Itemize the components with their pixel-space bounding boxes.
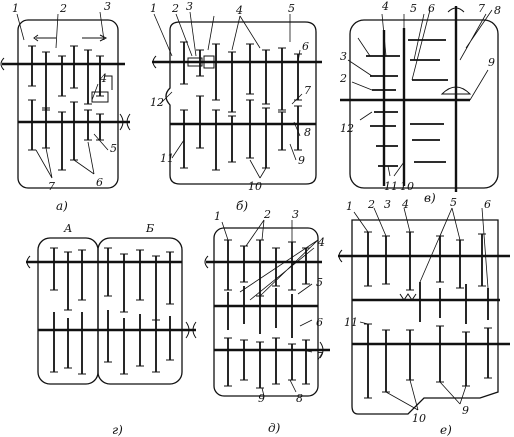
- panel-b: 1 2 3 4 5 6 7 8 9 10 11 12 б): [150, 0, 322, 213]
- label-e-4: 4: [401, 198, 409, 211]
- panel-e: 1 2 3 4 5 6 9 10 11 е): [338, 196, 510, 437]
- housing-g-B: [97, 237, 183, 385]
- label-v-8: 8: [494, 4, 501, 17]
- panel-d: 1 2 3 4 5 6 7 8 9 д): [204, 208, 330, 435]
- label-b-5: 5: [288, 2, 295, 15]
- label-b-12: 12: [150, 96, 164, 109]
- housing-v: [349, 19, 499, 189]
- label-e-2: 2: [367, 198, 375, 211]
- label-e-1: 1: [346, 200, 353, 213]
- label-v-12: 12: [340, 122, 354, 135]
- label-v-4: 4: [381, 0, 389, 13]
- label-a-2: 2: [59, 2, 67, 15]
- caption-d: д): [268, 421, 281, 435]
- label-e-6: 6: [484, 198, 491, 211]
- caption-a: а): [56, 199, 68, 213]
- label-v-9: 9: [488, 56, 495, 69]
- label-a-7: 7: [48, 180, 55, 193]
- label-v-6: 6: [428, 2, 435, 15]
- label-v-2: 2: [339, 72, 347, 85]
- label-d-6: 6: [316, 316, 323, 329]
- label-d-9: 9: [258, 392, 265, 405]
- label-a-4: 4: [99, 72, 107, 85]
- label-a-6: 6: [96, 176, 103, 189]
- label-e-9: 9: [462, 404, 469, 417]
- caption-b: б): [236, 199, 248, 213]
- panel-v: 2 3 4 5 6 7 8 9 10 11 12 в): [339, 0, 501, 205]
- label-e-5: 5: [450, 196, 457, 209]
- label-v-7: 7: [478, 2, 485, 15]
- label-b-6: 6: [302, 40, 309, 53]
- housing-a: [17, 19, 119, 189]
- housing-e: [351, 219, 499, 415]
- label-v-10: 10: [400, 180, 414, 193]
- label-d-5: 5: [316, 276, 323, 289]
- panel-g: А Б г): [26, 222, 197, 437]
- label-v-5: 5: [410, 2, 417, 15]
- label-v-11: 11: [384, 180, 398, 193]
- label-a-3: 3: [104, 0, 111, 13]
- label-g-B: Б: [145, 222, 154, 235]
- label-d-1: 1: [214, 210, 221, 223]
- label-b-4: 4: [235, 4, 243, 17]
- label-g-A: А: [63, 222, 72, 235]
- label-d-7: 7: [316, 350, 323, 363]
- label-v-3: 3: [340, 50, 347, 63]
- caption-g: г): [112, 423, 123, 437]
- label-b-3: 3: [186, 0, 193, 13]
- label-e-3: 3: [384, 198, 391, 211]
- label-a-5: 5: [110, 142, 117, 155]
- label-b-9: 9: [298, 154, 305, 167]
- label-b-7: 7: [304, 84, 311, 97]
- label-b-8: 8: [304, 126, 311, 139]
- label-d-4: 4: [317, 236, 325, 249]
- label-b-11: 11: [160, 152, 174, 165]
- label-a-1: 1: [12, 2, 19, 15]
- label-b-1: 1: [150, 2, 157, 15]
- label-d-8: 8: [296, 392, 303, 405]
- caption-e: е): [440, 423, 452, 437]
- label-b-2: 2: [171, 2, 179, 15]
- housing-d: [213, 227, 319, 397]
- housing-b: [165, 21, 317, 185]
- label-d-2: 2: [263, 208, 271, 221]
- label-e-10: 10: [412, 412, 426, 425]
- label-b-10: 10: [248, 180, 262, 193]
- label-e-11: 11: [344, 316, 358, 329]
- caption-v: в): [424, 191, 436, 205]
- label-d-3: 3: [292, 208, 299, 221]
- panel-a: 1 2 3 4 5 6 7 а): [0, 0, 131, 213]
